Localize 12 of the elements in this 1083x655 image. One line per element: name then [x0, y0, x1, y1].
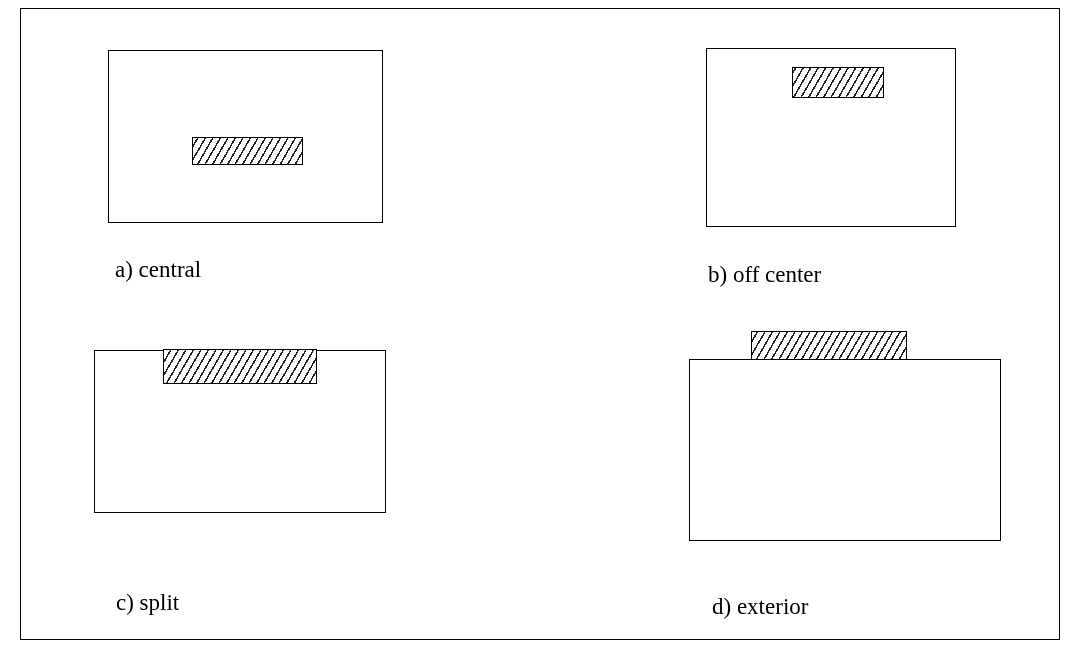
hatched-bar	[751, 331, 907, 360]
caption: a) central	[115, 257, 202, 283]
caption: b) off center	[708, 262, 822, 288]
hatched-bar	[192, 137, 303, 165]
hatched-bar	[163, 349, 317, 384]
panel-box	[689, 359, 1001, 541]
panel-box	[94, 350, 386, 513]
caption: c) split	[116, 590, 180, 616]
hatched-bar	[792, 67, 884, 98]
caption: d) exterior	[712, 594, 809, 620]
panel-box	[706, 48, 956, 227]
panel-box	[108, 50, 383, 223]
